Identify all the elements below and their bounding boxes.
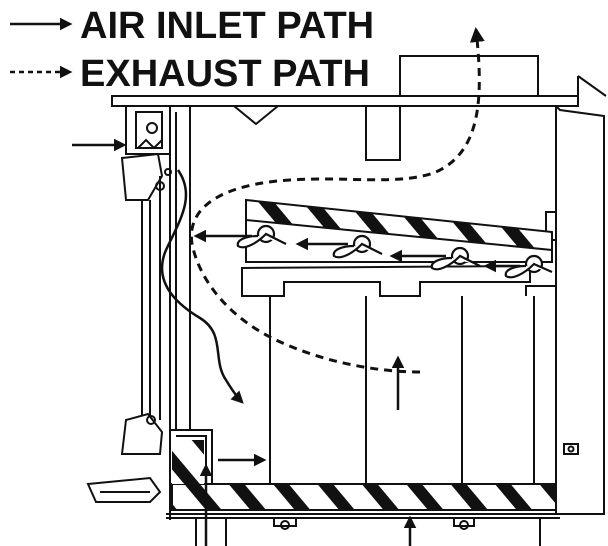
baffle-ledge [241,264,531,297]
air-inlet-legend-label: AIR INLET PATH [80,5,374,47]
air-tube-pins [236,224,553,279]
baffle-hanger [365,105,401,161]
door-assembly [86,105,177,503]
air-inlet-arrow [160,169,244,404]
exhaust-path [189,27,485,374]
flue-collar [399,55,539,99]
stove-body [111,55,607,546]
top-plate [111,95,579,107]
top-notch [233,105,279,126]
air-tube-pin [332,234,383,259]
exhaust-legend-label: EXHAUST PATH [80,53,370,95]
air-inlet-legend: AIR INLET PATH [10,5,374,47]
air-tube-pin [430,246,481,271]
floor-slab [171,483,557,511]
exhaust-legend: EXHAUST PATH [10,53,370,95]
side-jacket [555,75,607,515]
baffle-plate [245,198,553,252]
legend: AIR INLET PATH EXHAUST PATH [10,5,374,95]
air-inlet-paths [72,138,520,546]
